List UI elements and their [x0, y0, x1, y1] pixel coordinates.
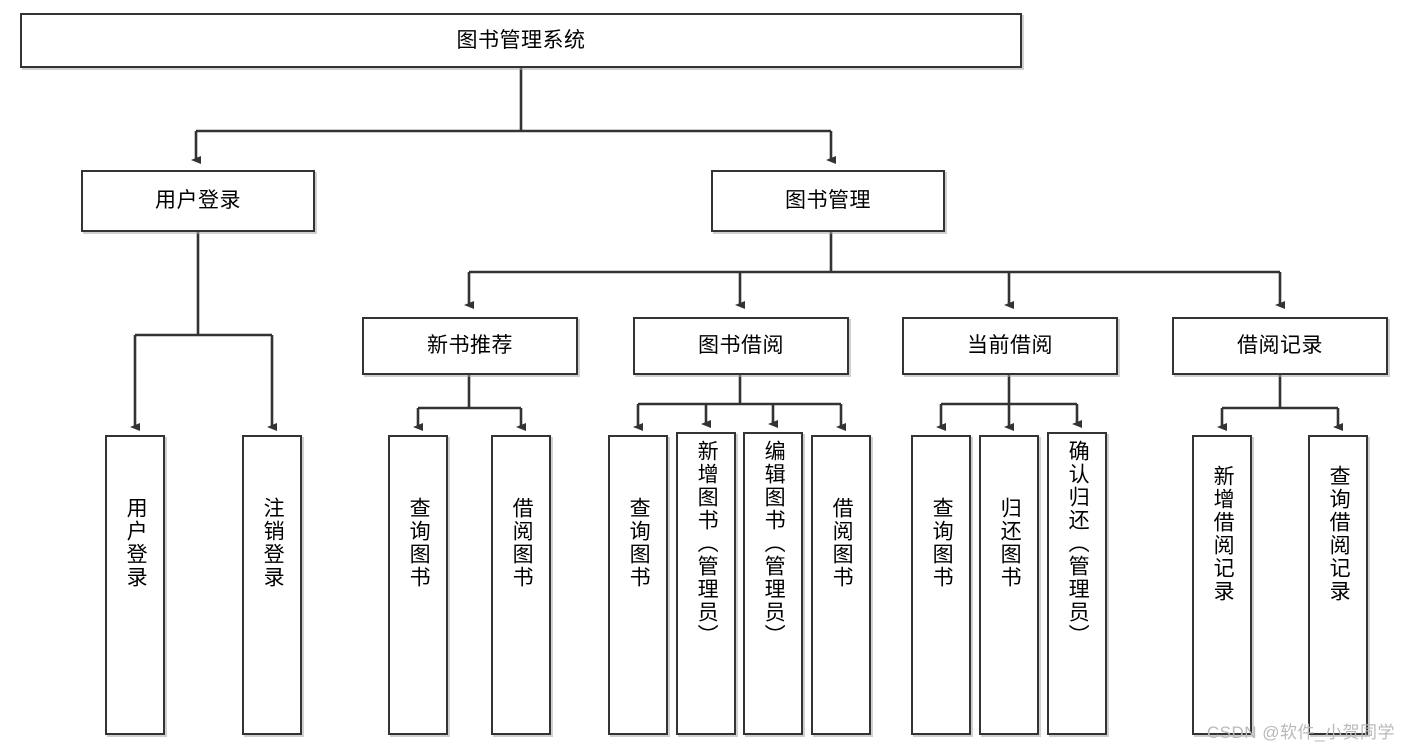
node-label: 查询借阅记录: [1327, 465, 1351, 603]
node-label: 借阅图书: [830, 497, 854, 589]
node-label: 用户登录: [124, 497, 148, 589]
node-label: 图书借阅: [698, 334, 784, 358]
leaf-new-book-recommend-2[interactable]: 借阅图书: [491, 435, 551, 735]
node-label: 借阅图书: [510, 497, 534, 589]
node-label: 查询图书: [627, 497, 651, 589]
leaf-user-login-1[interactable]: 用户登录: [105, 435, 165, 735]
leaf-borrow-record-2[interactable]: 查询借阅记录: [1308, 435, 1368, 735]
node-label: 查询图书: [407, 497, 431, 589]
node-user-login[interactable]: 用户登录: [81, 170, 315, 232]
node-label: 编辑图书（管理员）: [762, 440, 786, 647]
node-book-management[interactable]: 图书管理: [711, 170, 945, 232]
node-label: 归还图书: [998, 497, 1022, 589]
leaf-current-borrow-2[interactable]: 归还图书: [979, 435, 1039, 735]
leaf-current-borrow-1[interactable]: 查询图书: [911, 435, 971, 735]
leaf-book-borrow-4[interactable]: 借阅图书: [811, 435, 871, 735]
node-label: 借阅记录: [1237, 334, 1323, 358]
csdn-watermark: CSDN @软件_小贺同学: [1206, 723, 1395, 742]
node-label: 图书管理: [785, 189, 871, 213]
node-label: 图书管理系统: [456, 28, 586, 52]
leaf-book-borrow-2[interactable]: 新增图书（管理员）: [676, 432, 736, 735]
node-label: 新书推荐: [427, 334, 513, 358]
leaf-book-borrow-3[interactable]: 编辑图书（管理员）: [743, 432, 803, 735]
leaf-current-borrow-3[interactable]: 确认归还（管理员）: [1047, 432, 1107, 735]
node-book-borrow[interactable]: 图书借阅: [633, 317, 849, 375]
leaf-borrow-record-1[interactable]: 新增借阅记录: [1192, 435, 1252, 735]
node-label: 注销登录: [261, 497, 285, 589]
node-new-book-recommend[interactable]: 新书推荐: [362, 317, 578, 375]
node-label: 新增图书（管理员）: [695, 440, 719, 647]
node-current-borrow[interactable]: 当前借阅: [902, 317, 1118, 375]
leaf-book-borrow-1[interactable]: 查询图书: [608, 435, 668, 735]
node-root-system[interactable]: 图书管理系统: [20, 13, 1022, 68]
node-label: 当前借阅: [967, 334, 1053, 358]
node-label: 用户登录: [155, 189, 241, 213]
node-label: 确认归还（管理员）: [1066, 440, 1090, 647]
node-label: 查询图书: [930, 497, 954, 589]
node-borrow-record[interactable]: 借阅记录: [1172, 317, 1388, 375]
node-label: 新增借阅记录: [1211, 465, 1235, 603]
leaf-new-book-recommend-1[interactable]: 查询图书: [388, 435, 448, 735]
leaf-user-login-2[interactable]: 注销登录: [242, 435, 302, 735]
